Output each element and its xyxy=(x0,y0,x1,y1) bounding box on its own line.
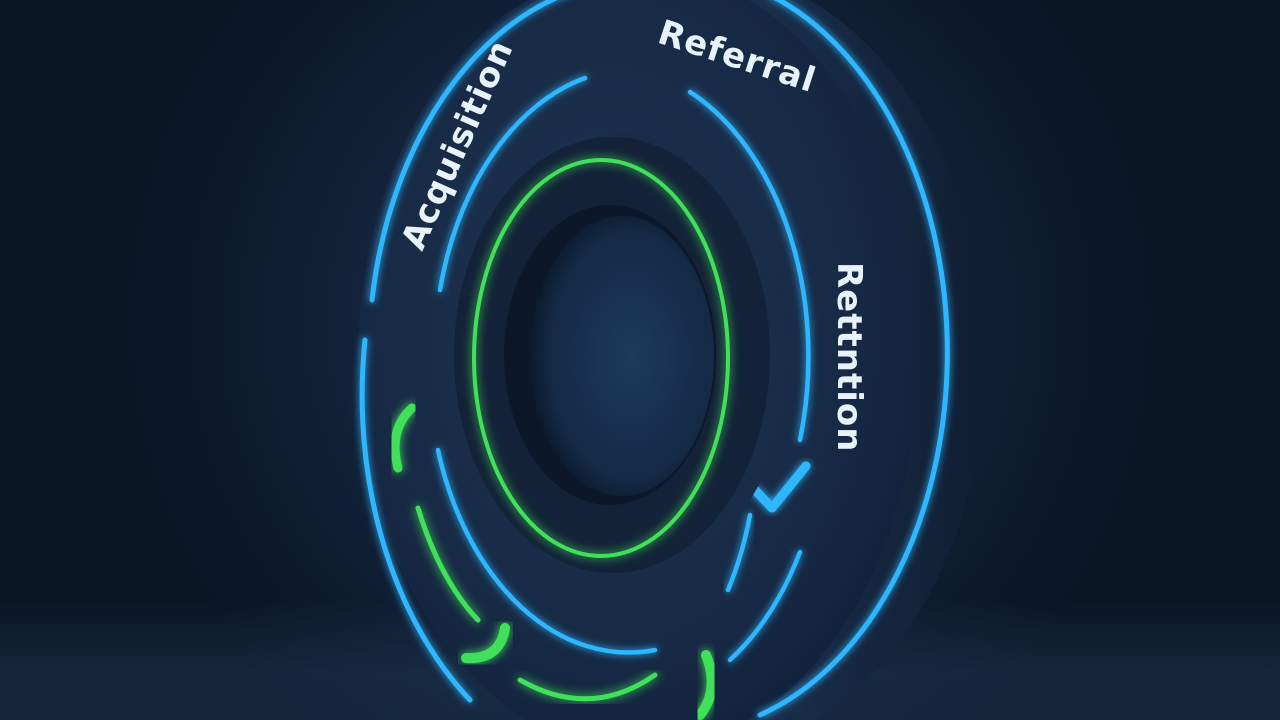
center-hole xyxy=(530,216,714,496)
label-retention: Rettntion xyxy=(829,262,869,452)
outer-ring-arc-upper-left xyxy=(369,0,558,303)
outer-ring-arc-lower-right xyxy=(727,549,803,663)
middle-ring-arc-lower xyxy=(435,447,658,655)
green-segment-hook xyxy=(461,623,510,664)
outer-ring-arc-right xyxy=(757,0,950,718)
retention-arrow-icon xyxy=(750,461,811,513)
inner-green-ring xyxy=(472,158,730,558)
green-segment-bottom xyxy=(517,672,658,702)
green-segment-bottom-right xyxy=(695,650,717,720)
outer-ring-arc-lower-left xyxy=(359,337,473,703)
green-segment-lower-left xyxy=(415,505,481,623)
middle-ring-arc-retention xyxy=(725,512,753,593)
middle-ring-arc-referral xyxy=(687,89,811,443)
green-segment-left xyxy=(390,403,417,473)
middle-ring-arc-acquisition xyxy=(437,75,588,293)
